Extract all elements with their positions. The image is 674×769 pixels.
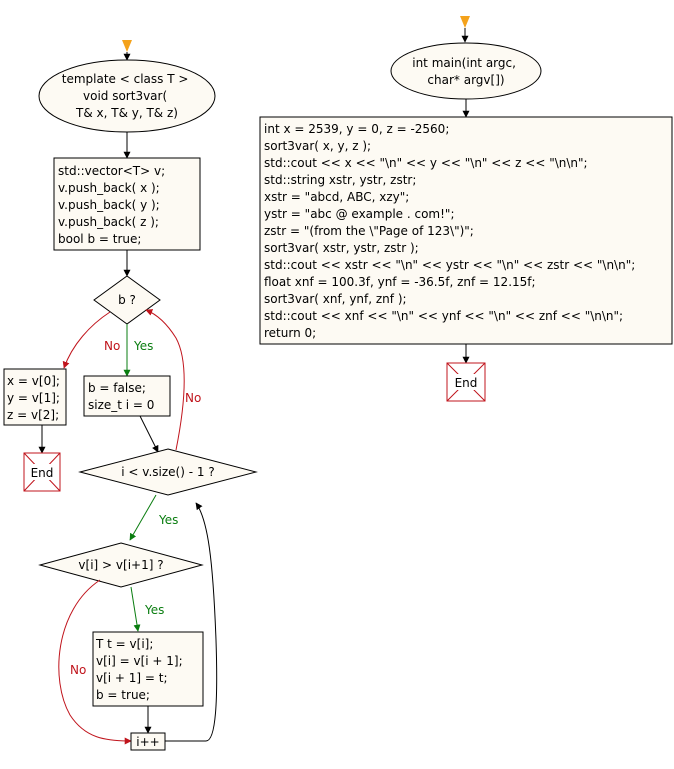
edge-incr-to-loop — [165, 502, 218, 742]
cond-b-yes-label: Yes — [133, 339, 153, 353]
cond-loop-yes-label: Yes — [158, 513, 178, 527]
cond-b-text: b ? — [118, 293, 136, 307]
main-end-node: End — [446, 362, 486, 402]
cond-loop-no-label: No — [185, 391, 201, 405]
main-header-node — [390, 42, 542, 100]
sort3var-end-node: End — [23, 452, 61, 492]
sort3var-flow: template < class T > void sort3var( T& x… — [3, 40, 258, 751]
main-end-text: End — [455, 376, 478, 390]
edge-cond-b-no — [62, 311, 111, 369]
edge-cond-loop-no — [145, 309, 185, 451]
main-body-block — [259, 116, 673, 345]
start-marker-icon — [122, 40, 132, 52]
main-flow: int main(int argc, char* argv[]) int x =… — [259, 16, 673, 402]
main-header-text: int main(int argc, char* argv[]) — [412, 56, 520, 87]
assign-output-block — [3, 368, 67, 426]
cond-compare-decision — [38, 542, 204, 588]
edge-reset-to-loop — [139, 415, 159, 453]
cond-compare-yes-label: Yes — [144, 603, 164, 617]
cond-loop-text: i < v.size() - 1 ? — [121, 465, 214, 479]
edge-cond-compare-no — [58, 579, 132, 745]
incr-block-text: i++ — [136, 735, 159, 749]
main-start-marker-icon — [460, 16, 470, 28]
main-body-text: int x = 2539, y = 0, z = -2560; sort3var… — [264, 122, 639, 340]
sort3var-end-text: End — [31, 466, 54, 480]
cond-loop-decision — [78, 448, 258, 496]
cond-compare-text: v[i] > v[i+1] ? — [78, 558, 163, 572]
reset-block-text: b = false; size_t i = 0 — [88, 381, 154, 412]
cond-b-no-label: No — [104, 339, 120, 353]
assign-output-text: x = v[0]; y = v[1]; z = v[2]; — [7, 374, 64, 422]
edge-cond-loop-yes — [129, 494, 157, 541]
init-block — [53, 157, 201, 251]
swap-block-text: T t = v[i]; v[i] = v[i + 1]; v[i + 1] = … — [95, 637, 186, 702]
init-block-text: std::vector<T> v; v.push_back( x ); v.pu… — [58, 164, 169, 246]
cond-compare-no-label: No — [70, 663, 86, 677]
reset-block — [83, 375, 171, 417]
swap-block — [92, 631, 204, 707]
edge-cond-compare-yes — [130, 586, 141, 632]
sort3var-header-text: template < class T > void sort3var( T& x… — [62, 72, 192, 120]
